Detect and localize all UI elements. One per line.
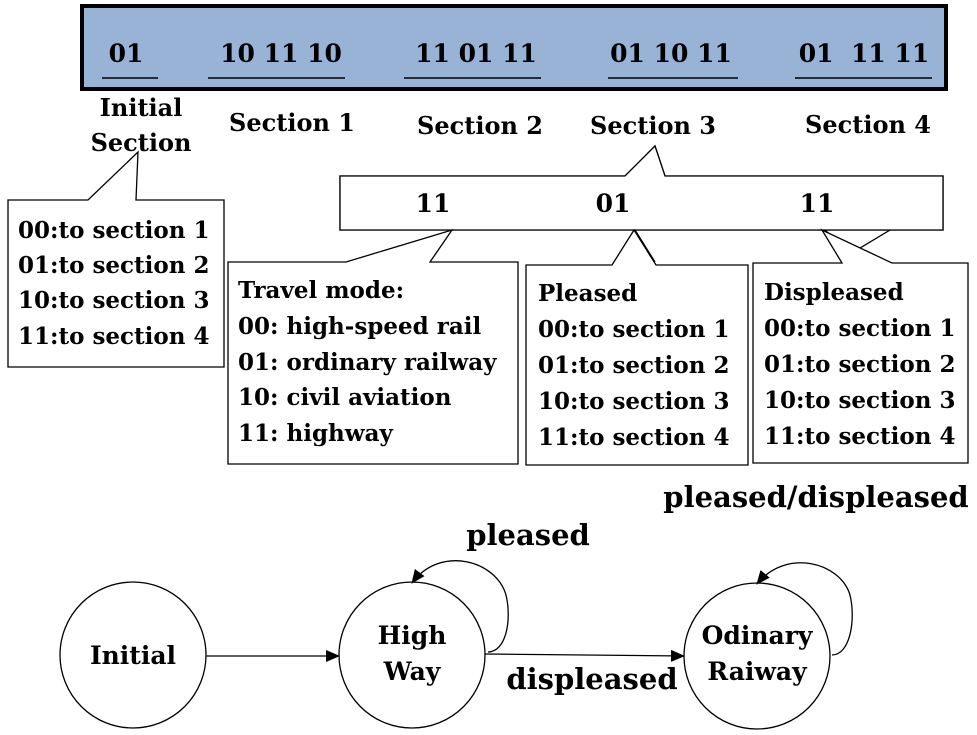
label-section-3: Section 3 bbox=[590, 111, 716, 140]
displeased-box bbox=[752, 228, 969, 464]
gene-group-section-2: 11 01 11 bbox=[415, 39, 537, 68]
chromosome-background bbox=[80, 4, 948, 91]
gene-group-section-4: 01 11 11 bbox=[799, 39, 929, 68]
initial-section-callout: 00:to section 1 01:to section 2 10:to se… bbox=[7, 150, 225, 368]
initial-callout-line-3: 10:to section 3 bbox=[18, 287, 210, 314]
self-loop-highway-label: pleased bbox=[466, 518, 590, 552]
pleased-line-4: 11:to section 4 bbox=[538, 424, 730, 451]
state-initial bbox=[59, 581, 207, 729]
label-section-1: Section 1 bbox=[229, 108, 355, 137]
pleased-callout: Pleased 00:to section 1 01:to section 2 … bbox=[525, 228, 749, 466]
initial-callout-box bbox=[7, 150, 225, 368]
travel-mode-line-2: 01: ordinary railway bbox=[238, 349, 497, 376]
section-labels: Initial Section Section 1 Section 2 Sect… bbox=[91, 93, 931, 157]
gene-group-initial: 01 bbox=[109, 39, 144, 68]
displeased-line-1: 00:to section 1 bbox=[764, 315, 956, 342]
section-3-detail-box bbox=[339, 144, 944, 231]
pleased-box bbox=[525, 228, 749, 466]
pleased-line-3: 10:to section 3 bbox=[538, 388, 730, 415]
travel-mode-line-3: 10: civil aviation bbox=[238, 384, 452, 411]
section-3-gene-travel: 11 bbox=[416, 189, 451, 218]
transition-displeased-label: displeased bbox=[506, 662, 677, 696]
initial-callout-line-2: 01:to section 2 bbox=[18, 252, 210, 279]
travel-mode-box bbox=[227, 228, 519, 465]
state-diagram: Initial High Way Odinary Raiway displeas… bbox=[59, 480, 969, 730]
displeased-callout: Displeased 00:to section 1 01:to section… bbox=[752, 228, 969, 464]
initial-callout-line-1: 00:to section 1 bbox=[18, 217, 210, 244]
gene-group-section-1: 10 11 10 bbox=[220, 39, 342, 68]
state-highway-label-line1: High bbox=[378, 621, 447, 650]
displeased-title: Displeased bbox=[764, 279, 904, 306]
state-highway-label-line2: Way bbox=[383, 657, 442, 686]
label-section-2: Section 2 bbox=[417, 111, 543, 140]
travel-mode-callout: Travel mode: 00: high-speed rail 01: ord… bbox=[227, 228, 519, 465]
self-loop-railway bbox=[756, 562, 853, 656]
travel-mode-line-4: 11: highway bbox=[238, 420, 393, 447]
state-railway-label-line1: Odinary bbox=[702, 621, 814, 650]
section-3-detail-callout: 11 01 11 bbox=[339, 144, 944, 263]
label-section-4: Section 4 bbox=[805, 110, 931, 139]
transition-highway-to-railway bbox=[484, 649, 685, 662]
section-3-gene-displeased: 11 bbox=[800, 189, 835, 218]
travel-mode-line-1: 00: high-speed rail bbox=[238, 313, 481, 340]
self-loop-railway-label: pleased/displeased bbox=[663, 480, 968, 514]
displeased-line-2: 01:to section 2 bbox=[764, 351, 956, 378]
section-3-gene-pleased: 01 bbox=[596, 189, 631, 218]
state-highway bbox=[338, 581, 486, 729]
self-loop-highway bbox=[411, 560, 509, 653]
displeased-line-3: 10:to section 3 bbox=[764, 387, 956, 414]
displeased-line-4: 11:to section 4 bbox=[764, 423, 956, 450]
label-initial-line2: Section bbox=[91, 128, 192, 157]
initial-callout-line-4: 11:to section 4 bbox=[18, 323, 210, 350]
label-initial-line1: Initial bbox=[100, 93, 183, 122]
travel-mode-title: Travel mode: bbox=[238, 277, 404, 304]
pleased-title: Pleased bbox=[538, 280, 637, 307]
gene-group-section-3: 01 10 11 bbox=[610, 39, 732, 68]
pleased-line-2: 01:to section 2 bbox=[538, 352, 730, 379]
pleased-line-1: 00:to section 1 bbox=[538, 316, 730, 343]
state-railway-label-line2: Raiway bbox=[707, 657, 808, 686]
state-initial-label: Initial bbox=[90, 641, 176, 670]
chromosome-bar: 01 10 11 10 11 01 11 01 10 11 01 11 11 bbox=[80, 4, 948, 91]
state-ordinary-railway bbox=[683, 582, 831, 730]
